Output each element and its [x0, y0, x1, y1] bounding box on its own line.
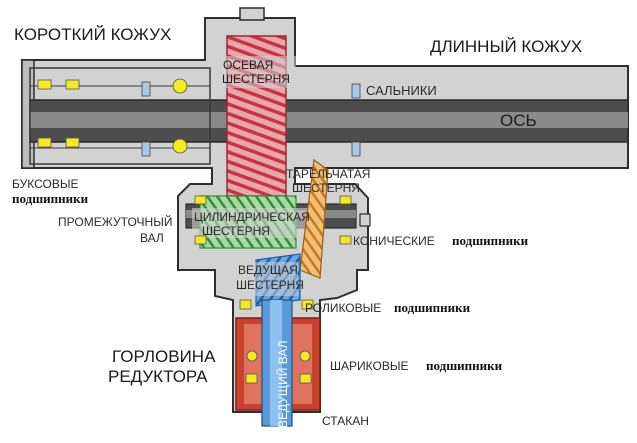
- drive-gear: [232, 253, 301, 307]
- axle-bearings: [37, 78, 188, 154]
- seal: [351, 141, 361, 157]
- axle-gear: [218, 35, 296, 197]
- label-axle-bearings-2: подшипники: [12, 191, 89, 206]
- ball-bearing: [246, 350, 258, 362]
- label-cylindrical-gear-1: ЦИЛИНДРИЧЕСКАЯ: [194, 210, 310, 224]
- drive-shaft-highlight: [270, 300, 282, 426]
- axle-highlight: [30, 112, 628, 128]
- ball-bearing-cage: [299, 373, 312, 384]
- roller-bearing: [239, 299, 252, 310]
- seal: [141, 141, 151, 157]
- label-cup: СТАКАН: [322, 414, 369, 428]
- seal: [141, 81, 151, 97]
- label-roller-bearings-a: РОЛИКОВЫЕ: [305, 301, 381, 315]
- axle-bearing-ball: [172, 78, 188, 94]
- label-tapered-bearings-a: КОНИЧЕСКИЕ: [353, 234, 435, 248]
- label-intermediate-shaft-1: ПРОМЕЖУТОЧНЫЙ: [58, 214, 172, 229]
- label-ball-bearings-a: ШАРИКОВЫЕ: [330, 359, 408, 373]
- drive-gear-label-bg: [232, 262, 298, 296]
- intermediate-shaft: [185, 195, 357, 249]
- tapered-bearing: [339, 195, 352, 205]
- label-axle-gear-2: ШЕСТЕРНЯ: [222, 72, 290, 86]
- label-drive-shaft: ВЕДУЩИЙ ВАЛ: [275, 341, 290, 428]
- label-long-casing: ДЛИННЫЙ КОЖУХ: [430, 37, 582, 56]
- intermediate-bearing: [194, 235, 207, 245]
- ball-bearing: [299, 350, 311, 362]
- axle-gear-label-bg: [218, 56, 296, 88]
- label-axle: ОСЬ: [500, 111, 537, 130]
- roller-bearing: [301, 299, 314, 310]
- tapered-bearing: [339, 235, 352, 245]
- seal: [351, 83, 361, 99]
- axle-bearing-roller: [37, 79, 52, 90]
- label-tapered-bearings-b: подшипники: [452, 233, 529, 248]
- axle-bearing-roller: [65, 79, 80, 90]
- label-axle-bearings-1: БУКСОВЫЕ: [12, 177, 78, 191]
- label-drive-gear-1: ВЕДУЩАЯ: [238, 263, 298, 277]
- label-drive-gear-2: ШЕСТЕРНЯ: [236, 278, 304, 292]
- label-crown-gear-2: ШЕСТЕРНЯ: [292, 181, 360, 195]
- drive-shaft-assembly: [235, 299, 321, 427]
- ball-bearing-cage: [245, 373, 258, 384]
- crown-gear: [299, 158, 329, 279]
- axle-bearing-roller: [37, 137, 52, 148]
- label-crown-gear-1: ТАРЕЛЬЧАТАЯ: [286, 167, 370, 181]
- axle-bearing-roller: [65, 137, 80, 148]
- label-roller-bearings-b: подшипники: [394, 300, 471, 315]
- label-cylindrical-gear-2: ШЕСТЕРНЯ: [202, 224, 270, 238]
- crown-gear-body: [299, 158, 329, 279]
- label-short-casing: КОРОТКИЙ КОЖУХ: [14, 25, 171, 44]
- label-intermediate-shaft-2: ВАЛ: [140, 231, 164, 245]
- side-plug: [359, 213, 371, 227]
- label-seals: САЛЬНИКИ: [366, 83, 437, 98]
- labels: КОРОТКИЙ КОЖУХ ДЛИННЫЙ КОЖУХ ОСЕВАЯ ШЕСТ…: [12, 25, 582, 428]
- axle: [29, 67, 629, 165]
- shaft-bearings: [194, 195, 352, 245]
- label-gearbox-neck-1: ГОРЛОВИНА: [112, 347, 216, 366]
- label-gearbox-neck-2: РЕДУКТОРА: [108, 367, 208, 386]
- axle-bearing-ball: [172, 138, 188, 154]
- seals: [141, 81, 361, 157]
- cylindrical-gear-label-bg: [192, 208, 324, 238]
- label-ball-bearings-b: подшипники: [426, 358, 503, 373]
- axle-inner-band: [29, 85, 211, 149]
- intermediate-bearing: [194, 195, 207, 205]
- top-plug: [239, 7, 265, 21]
- drive-bearings: [239, 299, 314, 384]
- label-axle-gear-1: ОСЕВАЯ: [223, 58, 273, 72]
